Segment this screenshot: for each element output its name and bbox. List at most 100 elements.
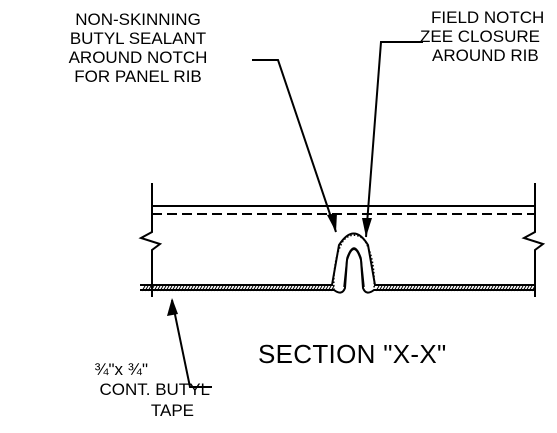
- hatch-mark: [441, 285, 446, 292]
- sealant-label-line: AROUND NOTCH: [68, 48, 208, 68]
- hatch-mark: [495, 285, 500, 292]
- hatch-mark: [246, 285, 251, 292]
- hatch-mark: [321, 285, 326, 292]
- tape-arrowhead: [167, 298, 178, 316]
- hatch-mark: [288, 285, 293, 292]
- hatch-mark: [396, 285, 401, 292]
- hatch-mark: [378, 285, 383, 292]
- hatch-mark: [429, 285, 434, 292]
- hatch-mark: [222, 285, 227, 292]
- hatch-mark: [309, 285, 314, 292]
- hatch-mark: [303, 285, 308, 292]
- hatch-mark: [210, 285, 215, 292]
- hatch-mark: [318, 285, 323, 292]
- hatch-mark: [231, 285, 236, 292]
- hatch-mark: [189, 285, 194, 292]
- butyl-tape-hatch: [141, 285, 536, 292]
- hatch-mark: [261, 285, 266, 292]
- hatch-mark: [525, 285, 530, 292]
- hatch-mark: [150, 285, 155, 292]
- hatch-mark: [315, 285, 320, 292]
- hatch-mark: [450, 285, 455, 292]
- sealant-bead: [333, 234, 375, 291]
- hatch-mark: [423, 285, 428, 292]
- hatch-mark: [279, 285, 284, 292]
- hatch-mark: [291, 285, 296, 292]
- zee-arrowhead: [362, 218, 372, 237]
- hatch-mark: [405, 285, 410, 292]
- hatch-mark: [447, 285, 452, 292]
- panel-rib-profile: [140, 232, 535, 286]
- left-break-line: [138, 183, 163, 297]
- hatch-mark: [462, 285, 467, 292]
- hatch-mark: [282, 285, 287, 292]
- hatch-mark: [180, 285, 185, 292]
- hatch-mark: [165, 285, 170, 292]
- hatch-mark: [498, 285, 503, 292]
- hatch-mark: [435, 285, 440, 292]
- hatch-mark: [156, 285, 161, 292]
- hatch-mark: [297, 285, 302, 292]
- hatch-mark: [393, 285, 398, 292]
- hatch-mark: [417, 285, 422, 292]
- hatch-mark: [468, 285, 473, 292]
- hatch-mark: [207, 285, 212, 292]
- hatch-mark: [453, 285, 458, 292]
- hatch-mark: [168, 285, 173, 292]
- hatch-mark: [204, 285, 209, 292]
- hatch-mark: [186, 285, 191, 292]
- hatch-mark: [399, 285, 404, 292]
- hatch-mark: [438, 285, 443, 292]
- hatch-mark: [510, 285, 515, 292]
- hatch-mark: [492, 285, 497, 292]
- tape-label-line: CONT. BUTYL: [99, 380, 210, 400]
- hatch-mark: [159, 285, 164, 292]
- section-title: SECTION "X-X": [258, 339, 447, 369]
- hatch-mark: [177, 285, 182, 292]
- hatch-mark: [141, 285, 146, 292]
- sealant-label-line: BUTYL SEALANT: [69, 29, 207, 49]
- hatch-mark: [243, 285, 248, 292]
- hatch-mark: [507, 285, 512, 292]
- hatch-mark: [147, 285, 152, 292]
- sealant-arrowhead: [327, 213, 337, 232]
- hatch-mark: [390, 285, 395, 292]
- hatch-mark: [153, 285, 158, 292]
- hatch-mark: [294, 285, 299, 292]
- hatch-mark: [201, 285, 206, 292]
- hatch-mark: [144, 285, 149, 292]
- hatch-mark: [249, 285, 254, 292]
- hatch-mark: [375, 285, 380, 292]
- hatch-mark: [531, 285, 536, 292]
- hatch-mark: [192, 285, 197, 292]
- zee-label-line: ZEE CLOSURE: [420, 27, 540, 47]
- hatch-mark: [444, 285, 449, 292]
- hatch-mark: [474, 285, 479, 292]
- hatch-mark: [414, 285, 419, 292]
- sealant-leader: [252, 59, 337, 233]
- hatch-mark: [465, 285, 470, 292]
- hatch-mark: [456, 285, 461, 292]
- hatch-mark: [312, 285, 317, 292]
- hatch-mark: [522, 285, 527, 292]
- panel-bottom-line: [140, 248, 535, 294]
- hatch-mark: [228, 285, 233, 292]
- zee-closure-label: FIELD NOTCH ZEE CLOSURE AROUND RIB: [420, 8, 544, 65]
- hatch-mark: [300, 285, 305, 292]
- hatch-mark: [174, 285, 179, 292]
- hatch-mark: [459, 285, 464, 292]
- hatch-mark: [411, 285, 416, 292]
- hatch-mark: [402, 285, 407, 292]
- hatch-mark: [162, 285, 167, 292]
- hatch-mark: [330, 285, 335, 292]
- hatch-mark: [237, 285, 242, 292]
- hatch-mark: [195, 285, 200, 292]
- right-break-line: [521, 183, 546, 297]
- tape-leader: [171, 299, 212, 388]
- hatch-mark: [408, 285, 413, 292]
- hatch-mark: [306, 285, 311, 292]
- tape-label: ¾"x ¾" CONT. BUTYL TAPE: [40, 360, 210, 421]
- tape-label-line: ¾"x ¾": [94, 360, 148, 379]
- hatch-mark: [273, 285, 278, 292]
